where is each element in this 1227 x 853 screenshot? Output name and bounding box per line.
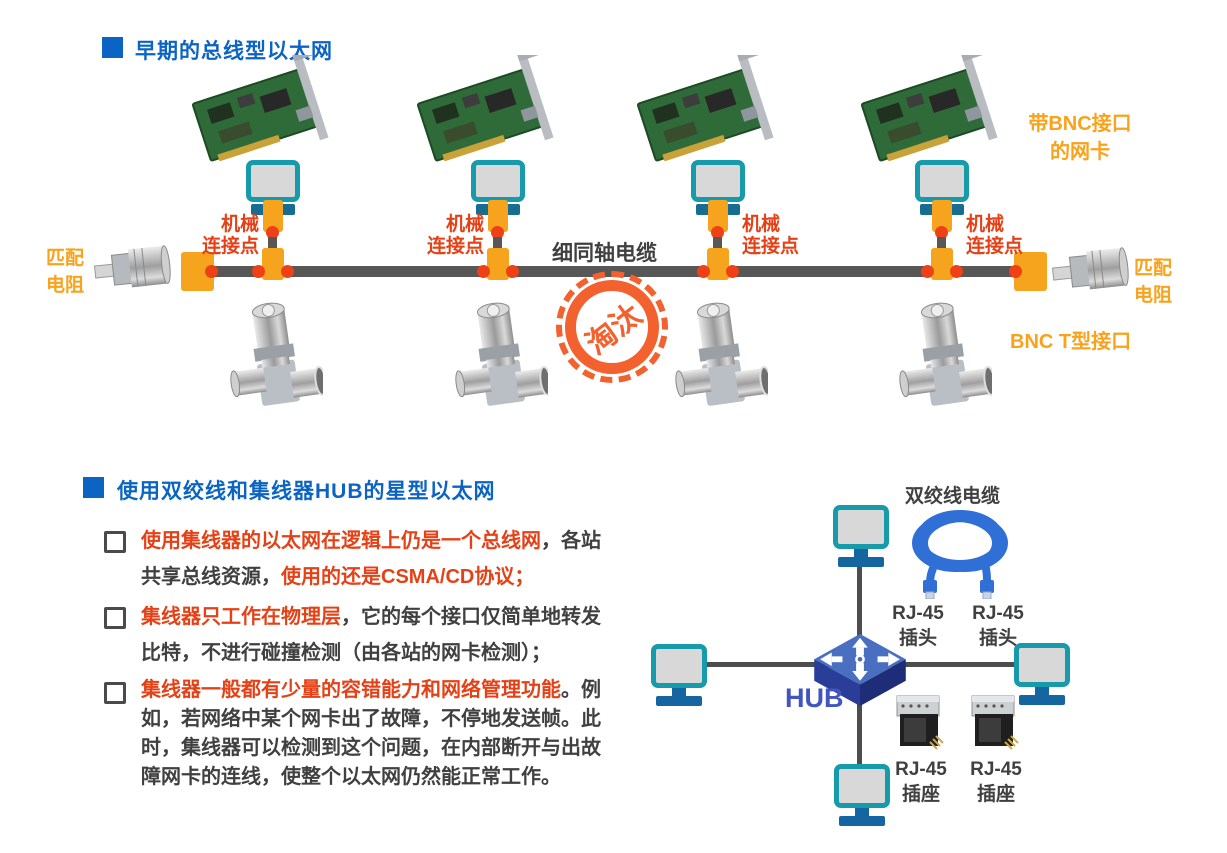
bnc-terminator-image [92,240,177,298]
rj45-jack-label-2: RJ-45 插座 [970,759,1022,805]
rj45-plug-label-2: RJ-45 插头 [972,603,1024,649]
checkbox-icon [104,607,126,629]
junction-dot [252,265,265,278]
junction-dot [935,226,948,239]
computer-icon-left [651,644,707,706]
junction-dot [1009,265,1022,278]
junction-dot [711,226,724,239]
monitor-base [656,696,702,706]
drop-cable-stub [713,237,722,255]
junction-dot [921,265,934,278]
section2-title: 使用双绞线和集线器HUB的星型以太网 [117,480,496,503]
bnc-nic-label: 带BNC接口 的网卡 [1028,113,1132,163]
monitor-base [1019,695,1065,705]
mechanical-junction-label: 机械 连接点 [201,214,259,257]
bnc-t-label: BNC T型接口 [1010,331,1132,353]
junction-dot [491,226,504,239]
obsolete-stamp [556,271,668,383]
tap-connector [931,248,953,280]
computer-icon-bottom [834,764,890,826]
bullet-text-3: 集线器一般都有少量的容错能力和网络管理功能。例 如，若网络中某个网卡出了故障，不… [141,676,653,792]
match-resistor-label-right: 匹配 电阻 [1133,258,1172,306]
bullet1-seg2: ，各站 共享总线资源， [141,530,601,588]
bnc-monitor-icon [471,160,525,202]
tap-connector [707,248,729,280]
bnc-t-connector-image [673,296,768,421]
bnc-t-connector-image [897,296,992,421]
coax-cable-label: 细同轴电缆 [552,242,657,265]
bnc-t-connector-image [453,296,548,421]
drop-cable-connector [708,200,728,232]
obsolete-stamp-ring: 淘汰 [565,280,659,374]
junction-dot [281,265,294,278]
bullet3-seg2: 。例 如，若网络中某个网卡出了故障，不停地发送帧。此 时，集线器可以检测到这个问… [141,679,601,788]
bnc-monitor-icon [915,160,969,202]
network-card-image [183,55,353,170]
bullet2-seg2: ，它的每个接口仅简单地转发 比特，不进行碰撞检测（由各站的网卡检测）； [141,606,601,664]
bullet3-seg1: 集线器一般都有少量的容错能力和网络管理功能 [141,679,561,701]
computer-icon-top [833,505,889,567]
rj45-jack-label-1: RJ-45 插座 [895,759,947,805]
bnc-t-connector-image [228,296,323,421]
mechanical-junction-label: 机械 连接点 [742,214,800,257]
mechanical-junction-label: 机械 连接点 [426,214,484,257]
tap-connector [487,248,509,280]
checkbox-icon [104,682,126,704]
monitor-screen [834,764,890,808]
rj45-plug-label-1: RJ-45 插头 [892,603,944,649]
match-resistor-label-left: 匹配 电阻 [45,248,84,296]
junction-dot [506,265,519,278]
title-square-1 [102,37,123,58]
drop-cable-stub [268,237,277,255]
drop-cable-stub [493,237,502,255]
mechanical-junction-label: 机械 连接点 [966,214,1024,257]
junction-dot [950,265,963,278]
monitor-base [838,557,884,567]
monitor-screen [651,644,707,688]
junction-dot [697,265,710,278]
twisted-pair-cable-image [897,503,1023,599]
drop-cable-stub [937,237,946,255]
computer-icon-right [1014,643,1070,705]
monitor-neck [854,549,868,557]
checkbox-icon [104,531,126,553]
drop-cable-connector [263,200,283,232]
monitor-base [839,816,885,826]
tap-connector [262,248,284,280]
network-card-image [408,55,578,170]
twisted-pair-label: 双绞线电缆 [905,486,1001,507]
junction-dot [726,265,739,278]
rj45-jack-image [891,692,945,754]
bullet-text-1: 使用集线器的以太网在逻辑上仍是一个总线网，各站 共享总线资源，使用的还是CSMA… [141,523,653,595]
monitor-neck [1035,687,1049,695]
monitor-screen [833,505,889,549]
title-square-2 [83,477,104,498]
obsolete-stamp-label: 淘汰 [580,298,648,362]
bullet1-seg3: 使用的还是CSMA/CD协议； [281,566,535,588]
network-card-image [628,55,798,170]
junction-dot [266,226,279,239]
bullet-text-2: 集线器只工作在物理层，它的每个接口仅简单地转发 比特，不进行碰撞检测（由各站的网… [141,599,653,671]
monitor-neck [672,688,686,696]
section1-title: 早期的总线型以太网 [135,40,333,63]
drop-cable-connector [932,200,952,232]
bullet2-seg1: 集线器只工作在物理层 [141,606,341,628]
rj45-jack-image [966,692,1020,754]
bnc-monitor-icon [691,160,745,202]
junction-dot [205,265,218,278]
bullet1-seg1: 使用集线器的以太网在逻辑上仍是一个总线网 [141,530,541,552]
hub-label: HUB [785,683,844,713]
bnc-monitor-icon [246,160,300,202]
monitor-screen [1014,643,1070,687]
monitor-neck [855,808,869,816]
network-card-image [852,55,1022,170]
junction-dot [477,265,490,278]
drop-cable-connector [488,200,508,232]
